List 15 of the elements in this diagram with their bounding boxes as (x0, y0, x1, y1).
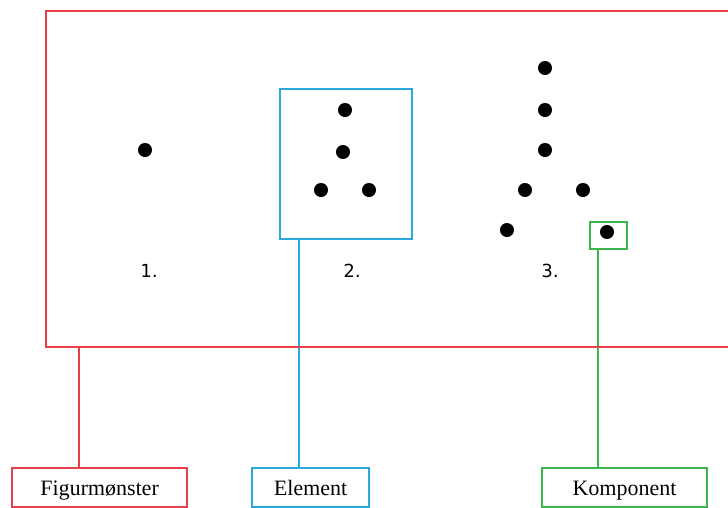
label-text: Figurmønster (40, 476, 159, 498)
outline-box (45, 10, 728, 348)
pattern-number: 1. (140, 263, 158, 281)
leader-line (78, 348, 80, 467)
leader-line (597, 248, 599, 467)
label-text: Komponent (572, 476, 676, 498)
outline-box (279, 88, 413, 240)
label-box (251, 467, 370, 508)
pattern-number: 2. (343, 263, 361, 281)
label-box (541, 467, 708, 508)
label-text: Element (274, 476, 348, 498)
outline-box (589, 221, 628, 250)
pattern-number: 3. (541, 263, 559, 281)
leader-line (298, 238, 300, 467)
label-box (11, 467, 188, 508)
